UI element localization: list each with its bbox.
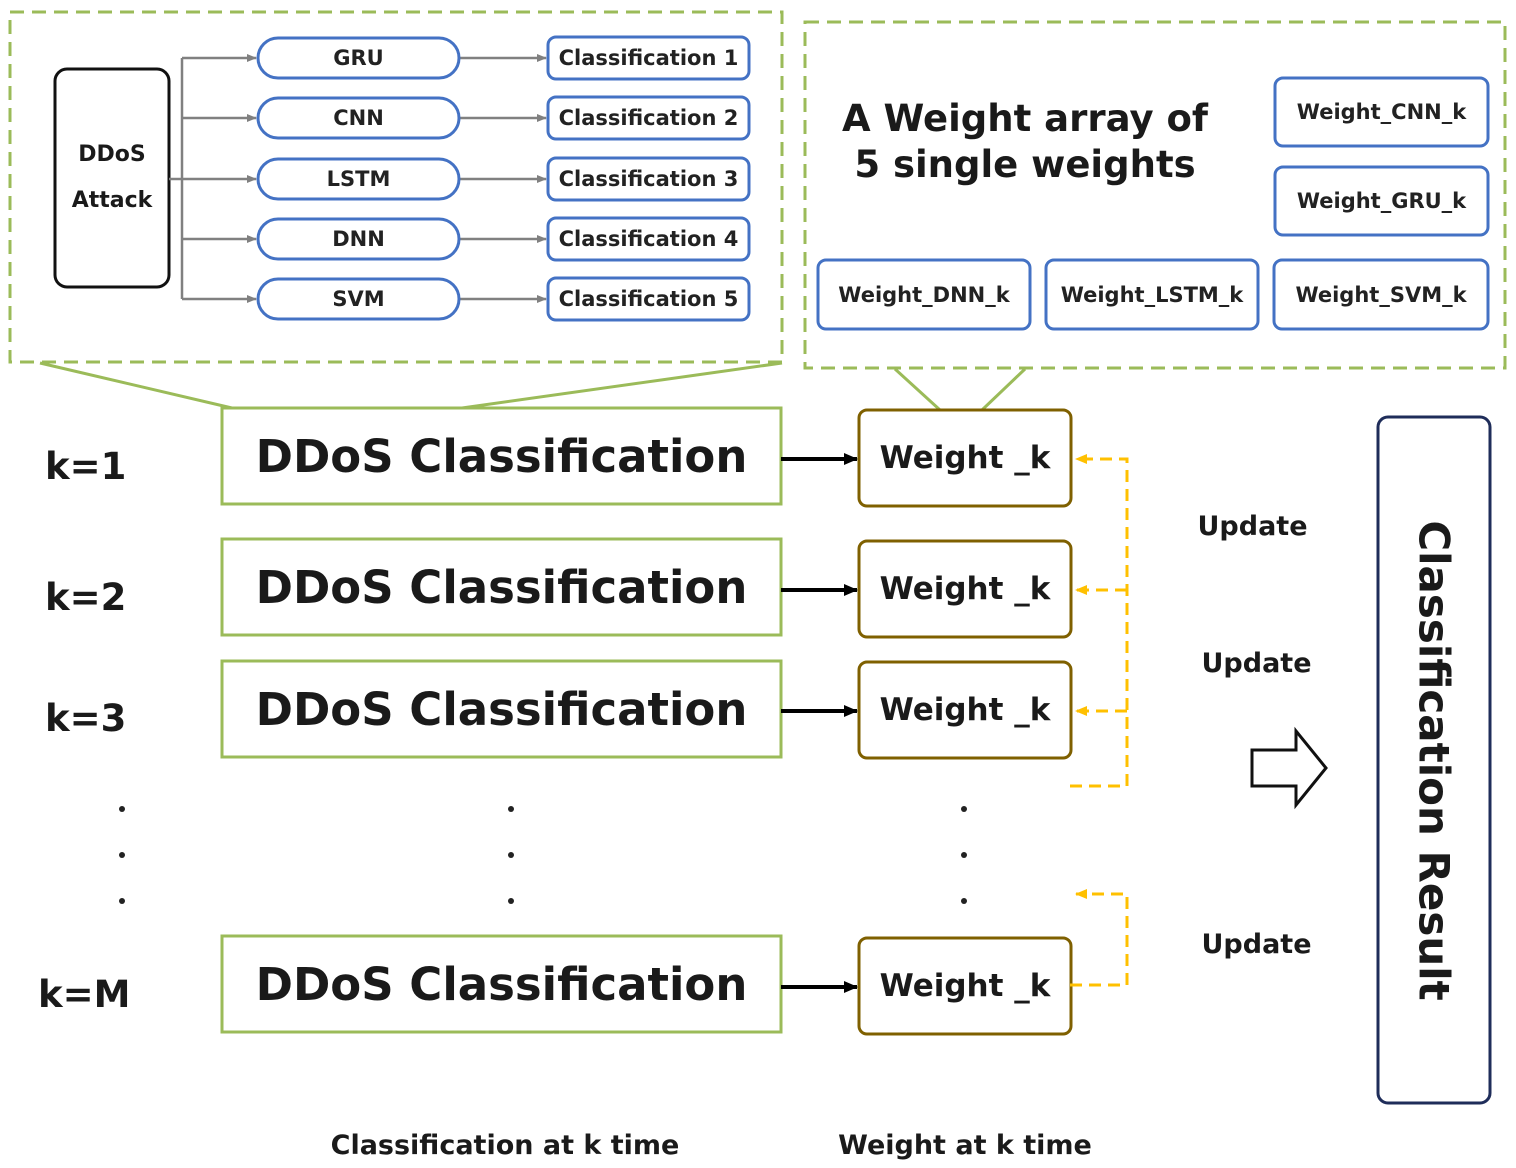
update-loop <box>1070 454 1129 987</box>
ddos-attack-line1: DDoS <box>78 142 146 167</box>
weight-cnn-label: Weight_CNN_k <box>1296 100 1467 124</box>
weight-k-boxes <box>857 408 1073 1036</box>
classification-block-label-m: DDoS Classification <box>255 957 748 1011</box>
ellipsis-dot <box>119 852 125 858</box>
k-label-m: k=M <box>38 972 131 1016</box>
ellipsis-dot <box>508 806 514 812</box>
weight-k-label-1: Weight _k <box>879 440 1051 476</box>
update-label-3: Update <box>1201 928 1312 960</box>
classification-label-5: Classification 5 <box>558 287 739 311</box>
result-arrow-icon <box>1250 726 1328 810</box>
classification-blocks <box>220 406 783 1034</box>
ellipsis-dot <box>119 806 125 812</box>
ellipsis-dot <box>961 806 967 812</box>
weight-dnn-label: Weight_DNN_k <box>838 282 1010 307</box>
weight-svm-label: Weight_SVM_k <box>1295 282 1467 307</box>
ellipsis-dot <box>961 852 967 858</box>
footer-weight-caption: Weight at k time <box>838 1129 1092 1161</box>
weight-k-label-3: Weight _k <box>879 692 1051 728</box>
model-label-lstm: LSTM <box>326 167 391 191</box>
model-label-dnn: DNN <box>332 227 385 251</box>
ddos-attack-line2: Attack <box>71 188 153 213</box>
ellipsis-dot <box>119 898 125 904</box>
classification-label-3: Classification 3 <box>558 167 739 191</box>
model-label-cnn: CNN <box>333 106 384 130</box>
classification-result: Classification Result <box>1378 417 1490 1103</box>
k-label-1: k=1 <box>45 444 127 488</box>
weight-array-title: A Weight array of 5 single weights <box>830 95 1220 189</box>
model-panel <box>8 10 784 364</box>
weight-panel-callout <box>893 367 1027 412</box>
update-label-2: Update <box>1201 647 1312 679</box>
classification-result-box <box>1376 415 1492 1105</box>
weight-array-title-line2: 5 single weights <box>854 143 1196 186</box>
k-label-2: k=2 <box>45 575 127 619</box>
model-panel-callout <box>39 361 783 410</box>
model-label-gru: GRU <box>333 46 384 70</box>
classification-result-label: Classification Result <box>1409 519 1459 1001</box>
fanout-connectors <box>169 54 547 303</box>
classification-label-1: Classification 1 <box>558 46 739 70</box>
ellipsis-dot <box>508 852 514 858</box>
ellipsis-dot <box>961 898 967 904</box>
footer-classification-caption: Classification at k time <box>330 1129 680 1161</box>
classification-boxes <box>546 35 751 322</box>
weight-k-label-m: Weight _k <box>879 968 1051 1004</box>
weight-panel <box>803 20 1507 370</box>
weight-lstm-label: Weight_LSTM_k <box>1060 282 1244 307</box>
weight-array-title-line1: A Weight array of <box>842 97 1208 140</box>
update-label-1: Update <box>1197 510 1308 542</box>
block-to-weight-arrows <box>781 453 858 993</box>
weight-gru-label: Weight_GRU_k <box>1296 189 1467 213</box>
classification-block-label-1: DDoS Classification <box>255 429 748 483</box>
weight-k-label-2: Weight _k <box>879 571 1051 607</box>
ddos-attack-label: DDoS Attack <box>55 69 169 287</box>
ellipsis-dot <box>508 898 514 904</box>
classification-label-4: Classification 4 <box>558 227 739 251</box>
model-pills <box>256 36 461 321</box>
single-weight-boxes <box>816 76 1490 331</box>
classification-block-label-3: DDoS Classification <box>255 682 748 736</box>
model-label-svm: SVM <box>332 287 385 311</box>
k-label-3: k=3 <box>45 696 127 740</box>
classification-label-2: Classification 2 <box>558 106 739 130</box>
classification-block-label-2: DDoS Classification <box>255 560 748 614</box>
